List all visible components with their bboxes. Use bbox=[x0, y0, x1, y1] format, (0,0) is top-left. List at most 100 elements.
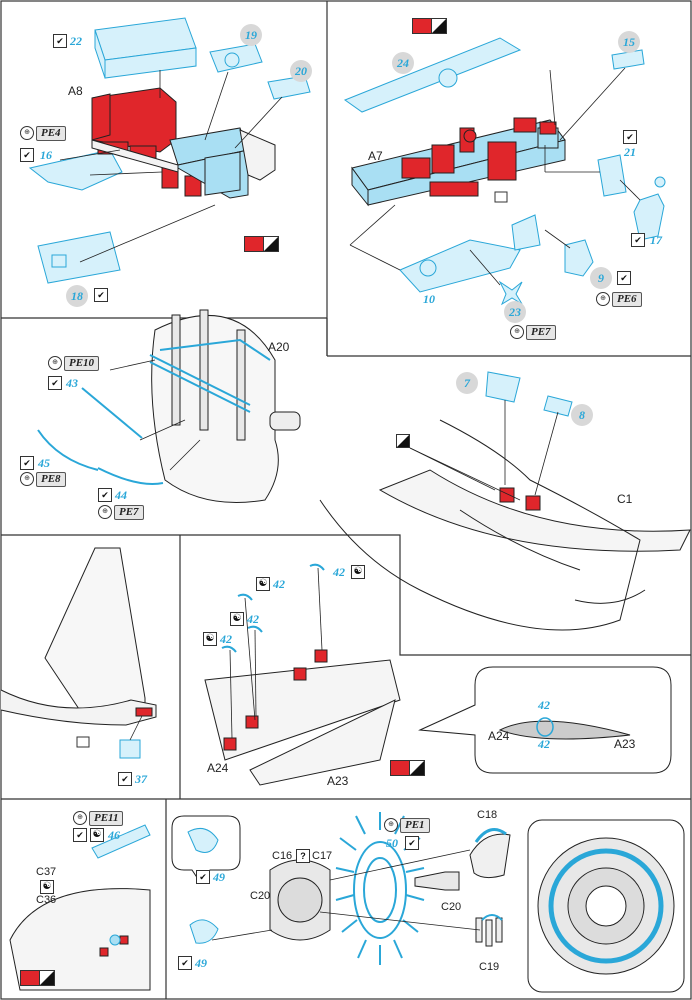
part-number-42: 42 bbox=[247, 612, 259, 626]
part-number-9: 9 bbox=[590, 267, 612, 289]
check-icon: ✔ bbox=[53, 34, 67, 48]
part-number-23: 23 bbox=[504, 301, 526, 323]
red-and-bw-swatch-icon bbox=[390, 760, 425, 776]
pe4-badge: ⊕PE4 bbox=[20, 125, 66, 141]
part-number-37: 37 bbox=[135, 772, 147, 786]
part-number-49: 49 bbox=[195, 956, 207, 970]
part-number-10: 10 bbox=[423, 292, 435, 306]
pe-symbol-icon: ⊕ bbox=[510, 325, 524, 339]
pe6-label: PE6 bbox=[612, 291, 642, 307]
panel3-art bbox=[37, 309, 301, 503]
pe-symbol-icon: ⊕ bbox=[20, 472, 34, 486]
part-number-49: 49 bbox=[213, 870, 225, 884]
part-label-c19: C19 bbox=[479, 961, 500, 973]
pe11-badge: ⊕PE11 bbox=[73, 810, 124, 826]
part-number-45: 45 bbox=[38, 456, 50, 470]
part-number-21: 21 bbox=[624, 145, 636, 159]
yin-yang-icon: ☯ bbox=[90, 828, 104, 842]
part-number-20: 20 bbox=[290, 60, 312, 82]
panel5-art bbox=[0, 547, 157, 759]
pe10-badge: ⊕PE10 bbox=[48, 355, 100, 371]
part-number-42: 42 bbox=[273, 577, 285, 591]
pe-symbol-icon: ⊕ bbox=[98, 505, 112, 519]
check-icon: ✔ bbox=[118, 772, 132, 786]
part-label-a23: A23 bbox=[614, 737, 636, 751]
pe7-badge: ⊕PE7 bbox=[510, 324, 556, 340]
yin-yang-icon: ☯ bbox=[256, 577, 270, 591]
pe-symbol-icon: ⊕ bbox=[48, 356, 62, 370]
part-number-16: 16 bbox=[40, 148, 52, 162]
question-icon: ? bbox=[296, 849, 310, 863]
part-label-c18: C18 bbox=[477, 809, 498, 821]
part-number-18: 18 bbox=[66, 285, 88, 307]
pe1-badge: ⊕PE1 bbox=[384, 817, 430, 833]
check-icon: ✔ bbox=[98, 488, 112, 502]
part-number-24: 24 bbox=[392, 52, 414, 74]
part-label-c16: C16 bbox=[272, 850, 293, 862]
panel4-art bbox=[319, 371, 691, 631]
part-number-19: 19 bbox=[240, 24, 262, 46]
part-number-7: 7 bbox=[456, 372, 478, 394]
part-number-46: 46 bbox=[108, 828, 120, 842]
part-number-8: 8 bbox=[571, 404, 593, 426]
pe10-label: PE10 bbox=[64, 355, 100, 371]
part-label-c1: C1 bbox=[617, 492, 633, 506]
check-icon: ✔ bbox=[623, 130, 637, 144]
pe-symbol-icon: ⊕ bbox=[596, 292, 610, 306]
pe11-label: PE11 bbox=[89, 810, 124, 826]
pe6-badge: ⊕PE6 bbox=[596, 291, 642, 307]
red-and-bw-swatch-icon bbox=[20, 970, 55, 986]
pe1-label: PE1 bbox=[400, 817, 430, 833]
pe4-label: PE4 bbox=[36, 125, 66, 141]
check-icon: ✔ bbox=[48, 376, 62, 390]
pe8-label: PE8 bbox=[36, 471, 66, 487]
part-number-44: 44 bbox=[115, 488, 127, 502]
pe8-badge: ⊕PE8 bbox=[20, 471, 66, 487]
part-number-42: 42 bbox=[333, 565, 345, 579]
panel8-art bbox=[171, 812, 685, 993]
part-number-43: 43 bbox=[66, 376, 78, 390]
part-number-50: 50 bbox=[386, 836, 398, 850]
part-number-42: 42 bbox=[220, 632, 232, 646]
part-label-a23: A23 bbox=[327, 774, 349, 788]
panel6-art bbox=[204, 563, 672, 786]
part-label-c20: C20 bbox=[250, 890, 271, 902]
part-label-a7: A7 bbox=[368, 149, 383, 163]
yin-yang-icon: ☯ bbox=[203, 632, 217, 646]
check-icon: ✔ bbox=[178, 956, 192, 970]
yin-yang-icon: ☯ bbox=[230, 612, 244, 626]
pe7-label: PE7 bbox=[114, 504, 144, 520]
check-icon: ✔ bbox=[73, 828, 87, 842]
pe-symbol-icon: ⊕ bbox=[20, 126, 34, 140]
part-label-a24: A24 bbox=[488, 729, 510, 743]
check-icon: ✔ bbox=[94, 288, 108, 302]
part-number-42: 42 bbox=[538, 698, 550, 712]
check-icon: ✔ bbox=[20, 148, 34, 162]
part-number-22: 22 bbox=[70, 34, 82, 48]
part-label-a24: A24 bbox=[207, 761, 229, 775]
part-label-c37: C37 bbox=[36, 866, 57, 878]
part-number-17: 17 bbox=[650, 233, 662, 247]
part-label-c36: C36 bbox=[36, 894, 57, 906]
panel2-art bbox=[343, 37, 666, 306]
panel1-art bbox=[28, 17, 311, 284]
check-icon: ✔ bbox=[405, 836, 419, 850]
part-number-15: 15 bbox=[618, 31, 640, 53]
pe7-badge: ⊕PE7 bbox=[98, 504, 144, 520]
yin-yang-icon: ☯ bbox=[351, 565, 365, 579]
pe-symbol-icon: ⊕ bbox=[73, 811, 87, 825]
pe-symbol-icon: ⊕ bbox=[384, 818, 398, 832]
check-icon: ✔ bbox=[20, 456, 34, 470]
check-icon: ✔ bbox=[631, 233, 645, 247]
pe7-label: PE7 bbox=[526, 324, 556, 340]
red-and-bw-swatch-icon bbox=[244, 236, 279, 252]
panel7-art bbox=[9, 824, 151, 991]
red-and-bw-swatch-icon bbox=[412, 18, 447, 34]
bw-swatch-icon bbox=[396, 434, 410, 448]
part-number-42: 42 bbox=[538, 737, 550, 751]
part-label-a8: A8 bbox=[68, 84, 83, 98]
yin-yang-icon: ☯ bbox=[40, 880, 54, 894]
